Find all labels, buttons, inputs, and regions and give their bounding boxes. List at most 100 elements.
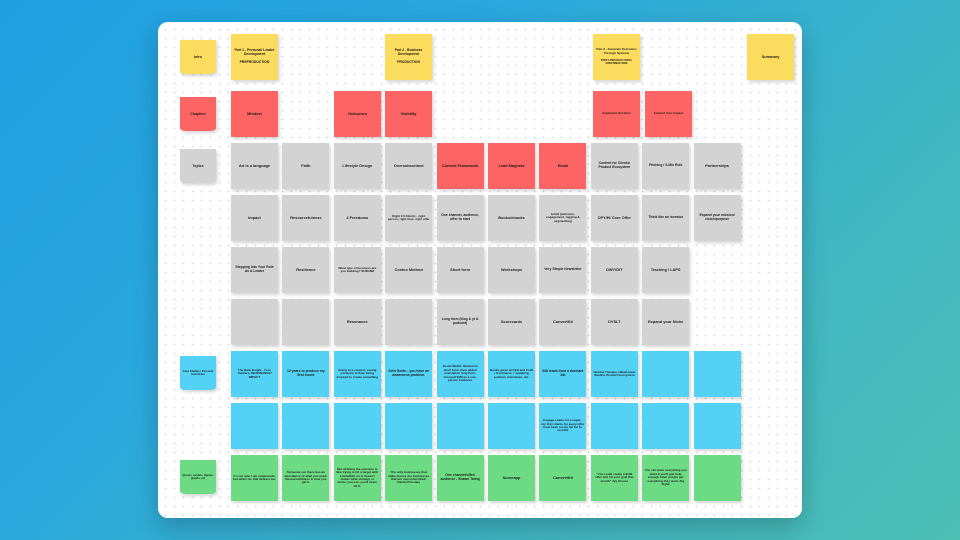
topic-card-r2-5[interactable]: Books/ebooks bbox=[488, 195, 535, 241]
topic-card-r4-0[interactable] bbox=[231, 299, 278, 345]
board-surface[interactable]: Intro Part 1 - Personal/ Leader Developm… bbox=[158, 22, 802, 518]
chapter-label-1: Outcomes bbox=[347, 110, 368, 116]
topic-card-r3-0[interactable]: Stepping Into Your Role As A Leader bbox=[231, 247, 278, 293]
topic-card-r4-4[interactable]: Long form (blog & yt & podcast) bbox=[436, 299, 484, 345]
chapter-card-2[interactable]: Visibility bbox=[385, 91, 432, 137]
case-study-card-r1-6-text: 540 leads from a dormant list bbox=[542, 369, 584, 377]
quote-card-8-text: You can have everything you want if you'… bbox=[644, 468, 687, 487]
quote-card-7[interactable]: "You could create a $10k offer and hit y… bbox=[590, 455, 638, 501]
case-study-card-r2-1[interactable] bbox=[282, 403, 330, 449]
topic-card-r1-6[interactable]: Email bbox=[539, 143, 587, 189]
topic-card-r2-4[interactable]: One channel, audience, offer to start bbox=[436, 195, 484, 241]
row-label-intro-text: Intro bbox=[194, 54, 202, 59]
part-3-card[interactable]: Part 3 - Generate Outcomes Through Syste… bbox=[593, 34, 640, 80]
quote-card-3[interactable]: The only businesses that make money are … bbox=[385, 455, 433, 501]
case-study-card-r2-8[interactable] bbox=[642, 403, 690, 449]
topic-card-r3-1[interactable]: Resilience bbox=[282, 247, 330, 293]
topic-card-r4-8[interactable]: Expand your Niche bbox=[642, 299, 690, 345]
topic-card-r4-3[interactable] bbox=[385, 299, 433, 345]
topic-card-r2-5-text: Books/ebooks bbox=[498, 214, 525, 220]
chapter-label-0: Mindset bbox=[247, 110, 262, 116]
summary-card[interactable]: Summary bbox=[747, 34, 794, 80]
case-study-card-r2-0[interactable] bbox=[231, 403, 278, 449]
quote-card-2[interactable]: Not defining the outcome is like trying … bbox=[333, 455, 381, 501]
row-label-topics[interactable]: Topics bbox=[180, 149, 216, 183]
case-study-card-r1-5[interactable]: Books given at CEX and Craft + Commerce … bbox=[488, 351, 535, 397]
topic-card-r1-2[interactable]: Lifestyle Design bbox=[333, 143, 381, 189]
topic-card-r1-4[interactable]: Content Framework bbox=[436, 143, 484, 189]
topic-card-r3-5[interactable]: Workshops bbox=[488, 247, 535, 293]
row-label-intro[interactable]: Intro bbox=[180, 40, 216, 74]
case-study-card-r1-4[interactable]: Justin Welsh. Started w/ short form, the… bbox=[436, 351, 484, 397]
whiteboard-canvas[interactable]: Intro Part 1 - Personal/ Leader Developm… bbox=[158, 22, 802, 518]
case-study-card-r1-2[interactable]: Going to a concert, seeing someone in fl… bbox=[333, 351, 381, 397]
topic-card-r1-7[interactable]: Content for Clients/ Product Ecosystem bbox=[590, 143, 638, 189]
chapter-label-4: Expand Your Impact bbox=[653, 111, 684, 116]
case-study-card-r2-9[interactable] bbox=[693, 403, 741, 449]
quote-card-4[interactable]: One channel/offer/ audience - Shawn Twin… bbox=[436, 455, 484, 501]
case-study-card-r1-1[interactable]: 12 years to produce my first movie bbox=[282, 351, 330, 397]
quote-card-9[interactable] bbox=[693, 455, 741, 501]
quote-card-0[interactable]: It's not who I am underneath, but what I… bbox=[231, 455, 278, 501]
topic-card-r3-2-text: What type of business are you building? … bbox=[338, 265, 377, 273]
topic-card-r4-1[interactable] bbox=[282, 299, 330, 345]
topic-card-r3-6[interactable]: Very Simple Newsletter bbox=[539, 247, 587, 293]
part-2-title: Part 2 - Business Development bbox=[394, 48, 423, 57]
topic-card-r3-1-text: Resilience bbox=[296, 266, 316, 272]
chapter-card-0[interactable]: Mindset bbox=[231, 91, 278, 137]
topic-card-r2-8[interactable]: Think like an investor bbox=[642, 195, 690, 241]
case-study-card-r1-0[interactable]: The Dark Knight - 7x in theaters, RESONA… bbox=[231, 351, 278, 397]
chapter-card-4[interactable]: Expand Your Impact bbox=[645, 91, 692, 137]
quote-card-8[interactable]: You can have everything you want if you'… bbox=[642, 455, 690, 501]
row-label-quotes[interactable]: Quotes, models, figures, graphs, etc bbox=[180, 460, 216, 494]
topic-card-r2-2[interactable]: 4 Freedoms bbox=[333, 195, 381, 241]
topic-card-r1-3[interactable]: Oversubscribed bbox=[385, 143, 433, 189]
case-study-card-r2-3[interactable] bbox=[385, 403, 433, 449]
chapter-card-3[interactable]: Implement Systems bbox=[593, 91, 640, 137]
quote-card-7-text: "You could create a $10k offer and hit y… bbox=[595, 471, 634, 483]
topic-card-r1-9[interactable]: Partnerships bbox=[693, 143, 741, 189]
topic-card-r3-4[interactable]: Short form bbox=[436, 247, 484, 293]
topic-card-r1-1[interactable]: Faith bbox=[282, 143, 330, 189]
topic-card-r2-9[interactable]: Expand your mission/ vision/purpose bbox=[693, 195, 741, 241]
quote-card-6[interactable]: ConvertKit bbox=[539, 455, 587, 501]
topic-card-r1-0-text: Art is a language bbox=[238, 162, 271, 168]
topic-card-r1-8[interactable]: Pitching / 3-Min Rule bbox=[642, 143, 690, 189]
topic-card-r2-3-text: Right Fit Clients - right person, right … bbox=[387, 213, 430, 221]
part-2-card[interactable]: Part 2 - Business Development PRODUCTION bbox=[385, 34, 432, 80]
topic-card-r3-2[interactable]: What type of business are you building? … bbox=[333, 247, 381, 293]
topic-card-r4-5[interactable]: Scorecards bbox=[488, 299, 535, 345]
topic-card-r1-2-text: Lifestyle Design bbox=[342, 162, 373, 168]
topic-card-r3-8[interactable]: Tracking / LAPS bbox=[642, 247, 690, 293]
topic-card-r1-1-text: Faith bbox=[301, 162, 311, 168]
topic-card-r4-7[interactable]: DYSLT bbox=[590, 299, 638, 345]
case-study-card-r1-3[interactable]: Seth Godin - you have an awareness probl… bbox=[385, 351, 433, 397]
chapter-card-1[interactable]: Outcomes bbox=[334, 91, 381, 137]
case-study-card-r1-1-text: 12 years to produce my first movie bbox=[286, 369, 325, 377]
case-study-card-r2-2[interactable] bbox=[333, 403, 381, 449]
case-study-card-r1-9[interactable] bbox=[693, 351, 741, 397]
topic-card-r4-2[interactable]: Resonance bbox=[333, 299, 381, 345]
row-label-case-studies[interactable]: Case Studies / Personal Anecdotes bbox=[180, 356, 216, 390]
case-study-card-r2-6[interactable]: Engage Leads For Longer - my first clien… bbox=[539, 403, 587, 449]
topic-card-r2-6[interactable]: Email (welcome, engagement, tagging & se… bbox=[539, 195, 587, 241]
topic-card-r3-3[interactable]: Costco Method bbox=[385, 247, 433, 293]
part-1-card[interactable]: Part 1 - Personal/ Leader Development PR… bbox=[231, 34, 278, 80]
topic-card-r2-7[interactable]: OFY/HI Core Offer bbox=[590, 195, 638, 241]
quote-card-1[interactable]: Someone out there has an abundance of wh… bbox=[282, 455, 330, 501]
case-study-card-r2-7[interactable] bbox=[590, 403, 638, 449]
topic-card-r2-3[interactable]: Right Fit Clients - right person, right … bbox=[385, 195, 433, 241]
topic-card-r4-6[interactable]: ConvertKit bbox=[539, 299, 587, 345]
topic-card-r3-7[interactable]: DWY/DIT bbox=[590, 247, 638, 293]
row-label-chapters[interactable]: Chapters bbox=[180, 97, 216, 131]
topic-card-r2-0[interactable]: Impact bbox=[231, 195, 278, 241]
case-study-card-r2-4[interactable] bbox=[436, 403, 484, 449]
case-study-card-r1-7[interactable]: Cinema Therapy / BlueForest Studios Prod… bbox=[590, 351, 638, 397]
case-study-card-r2-5[interactable] bbox=[488, 403, 535, 449]
case-study-card-r1-6[interactable]: 540 leads from a dormant list bbox=[539, 351, 587, 397]
case-study-card-r1-8[interactable] bbox=[642, 351, 690, 397]
topic-card-r2-1[interactable]: Resourcefulness bbox=[282, 195, 330, 241]
topic-card-r1-0[interactable]: Art is a language bbox=[231, 143, 278, 189]
topic-card-r1-5[interactable]: Lead Magnets bbox=[488, 143, 535, 189]
quote-card-5[interactable]: Scoreapp bbox=[488, 455, 535, 501]
